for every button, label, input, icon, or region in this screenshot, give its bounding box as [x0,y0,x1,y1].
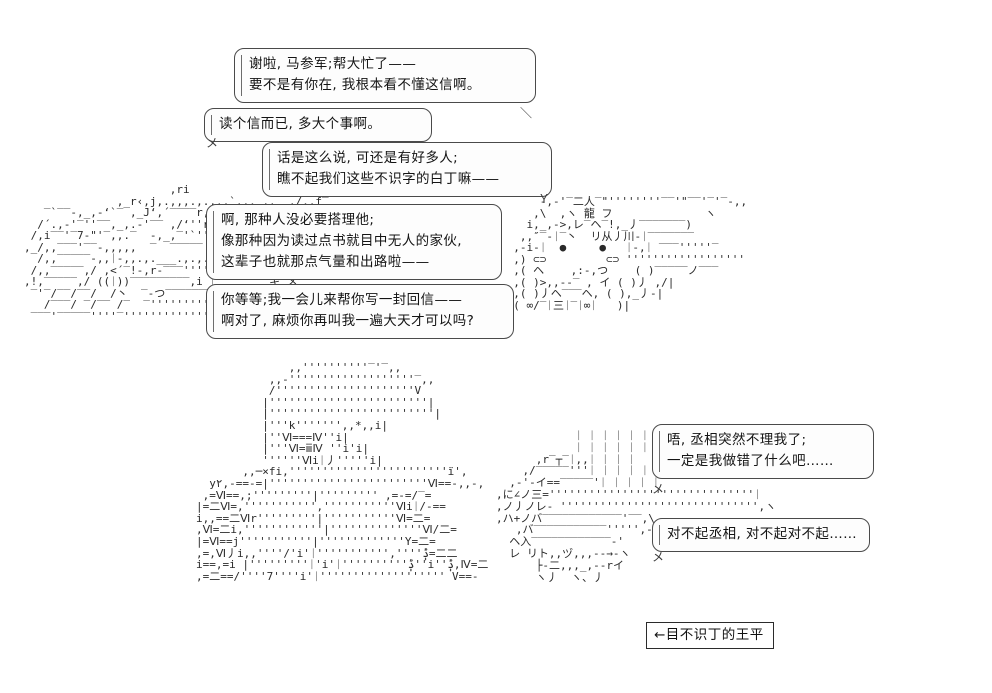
ascii-art-wang-ping: ᛁ ᛁ ᛁ ᛁ ᛁ ᛁ ᛁ ᛁ ᛁ ᛁ ᛁ ᛁ ,r‾┬‾ᛁ,‚ᛁ ᛁ ᛁ ᛁ … [496,429,777,584]
speech-bubble-2-tail: メ [206,136,219,150]
speech-bubble-2-line-1: 读个信而已, 多大个事啊。 [219,116,382,132]
speech-bubble-4-line-2: 像那种因为读过点书就目中无人的家伙, [221,233,462,249]
speech-bubble-1: 谢啦, 马参军;帮大忙了—— 要不是有你在, 我根本看不懂这信啊。 [234,48,536,103]
speech-bubble-7: 对不起丞相, 对不起对不起…… [652,518,870,552]
speech-bubble-6-line-2: 一定是我做错了什么吧…… [667,453,834,469]
speech-bubble-5: 你等等;我一会儿来帮你写一封回信—— 啊对了, 麻烦你再叫我一遍大天才可以吗? [206,284,514,339]
speech-bubble-5-line-1: 你等等;我一会儿来帮你写一封回信—— [221,292,463,308]
speech-bubble-3: 话是这么说, 可还是有好多人; 瞧不起我们这些不识字的白丁嘛—— [262,142,552,197]
speech-bubble-1-line-1: 谢啦, 马参军;帮大忙了—— [249,56,417,72]
speech-bubble-6-tail: メ [652,482,665,496]
caption-wang-ping: ←目不识丁的王平 [646,622,774,649]
speech-bubble-1-line-2: 要不是有你在, 我根本看不懂这信啊。 [249,77,481,93]
speech-bubble-1-tail: ＼ [520,106,533,120]
speech-bubble-3-line-1: 话是这么说, 可还是有好多人; [277,150,459,166]
speech-bubble-6-line-1: 唔, 丞相突然不理我了; [667,432,807,448]
speech-bubble-2: 读个信而已, 多大个事啊。 [204,108,432,142]
speech-bubble-4-line-3: 这辈子也就那点气量和出路啦—— [221,254,430,270]
speech-bubble-4: 啊, 那种人没必要搭理他; 像那种因为读过点书就目中无人的家伙, 这辈子也就那点… [206,204,502,280]
speech-bubble-7-tail: メ [652,550,665,564]
speech-bubble-3-tail: Ｙ [538,192,551,206]
ascii-art-zhuge-liang: ‐,‐'‾二人‾"''''''''‾‾'"‾‾'‾'‾‐,, ‚\ ‚ヽ 龍 フ… [513,195,748,312]
speech-bubble-6: 唔, 丞相突然不理我了; 一定是我做错了什么吧…… [652,424,874,479]
speech-bubble-7-line-1: 对不起丞相, 对不起对不起…… [667,526,858,542]
speech-bubble-3-line-2: 瞧不起我们这些不识字的白丁嘛—— [277,171,500,187]
speech-bubble-4-line-1: 啊, 那种人没必要搭理他; [221,212,375,228]
speech-bubble-5-line-2: 啊对了, 麻烦你再叫我一遍大天才可以吗? [221,313,475,329]
ascii-art-castle: ,,''''''''''‾'‾,, ,,-'''''''''''''''''''… [196,361,489,583]
